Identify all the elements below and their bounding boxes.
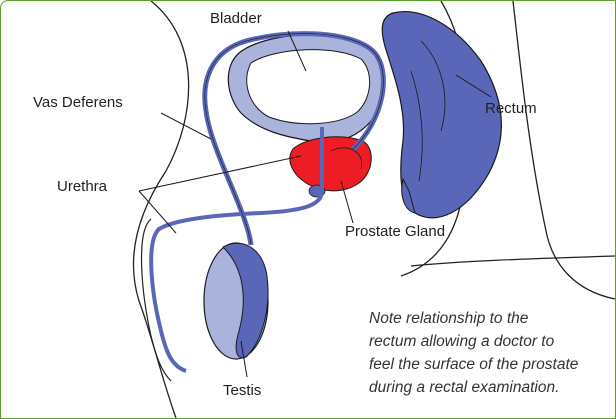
body-front-outline [133, 1, 188, 418]
note-line: Note relationship to the [369, 307, 616, 330]
rectum-shape [382, 12, 501, 218]
note-line: feel the surface of the prostate [369, 353, 616, 376]
label-prostate-gland: Prostate Gland [345, 224, 445, 239]
label-urethra: Urethra [57, 179, 107, 194]
note-text: Note relationship to the rectum allowing… [369, 307, 616, 399]
body-back-outline-2 [513, 1, 615, 299]
note-line: during a rectal examination. [369, 376, 616, 399]
label-vas-deferens: Vas Deferens [33, 95, 123, 110]
thigh-outline [411, 256, 615, 266]
label-rectum: Rectum [485, 101, 537, 116]
note-line: rectum allowing a doctor to [369, 330, 616, 353]
label-testis: Testis [223, 383, 261, 398]
label-bladder: Bladder [210, 11, 262, 26]
bladder-inner [247, 50, 370, 124]
